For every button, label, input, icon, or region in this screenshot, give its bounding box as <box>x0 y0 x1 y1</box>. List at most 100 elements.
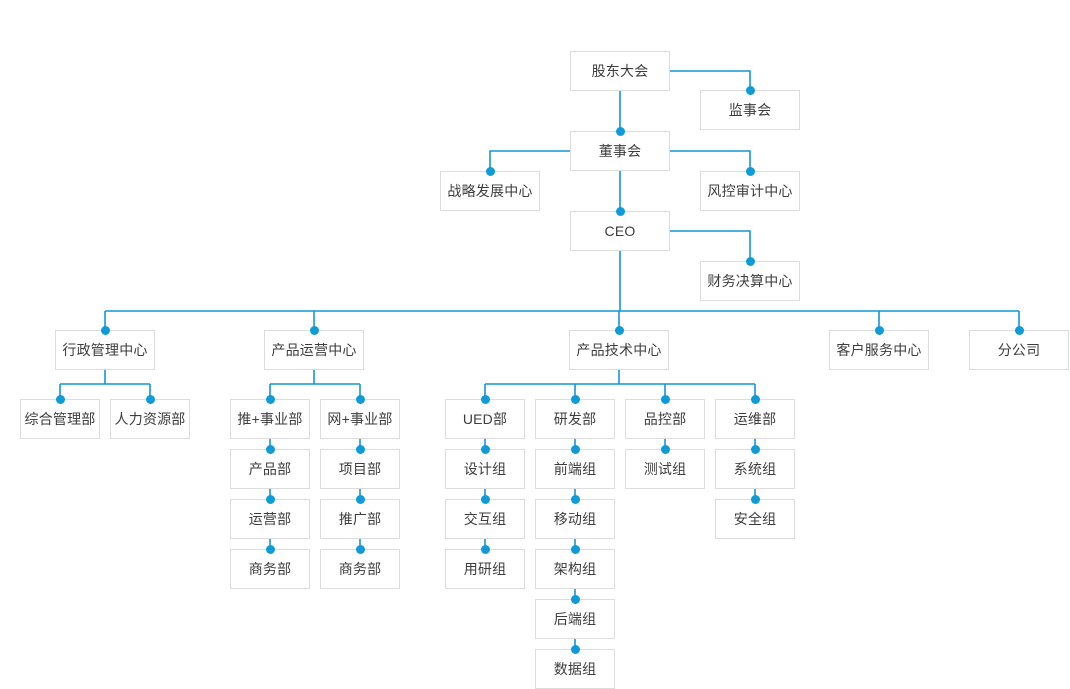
org-node-architecture[interactable]: 架构组 <box>535 549 615 589</box>
connector-line <box>670 70 751 90</box>
dot-architecture <box>570 544 580 554</box>
connector-line <box>670 230 751 261</box>
org-node-devops[interactable]: 运维部 <box>715 399 795 439</box>
org-node-shareholders[interactable]: 股东大会 <box>570 51 670 91</box>
org-node-label: 架构组 <box>553 561 597 577</box>
dot-rnd <box>570 394 580 404</box>
dot-admin <box>100 325 110 335</box>
dot-datateam <box>570 644 580 654</box>
org-node-project[interactable]: 项目部 <box>320 449 400 489</box>
dot-supervisors <box>745 85 755 95</box>
dot-operation <box>265 494 275 504</box>
org-node-label: 运营部 <box>248 511 292 527</box>
org-node-label: 研发部 <box>553 411 597 427</box>
dot-branch <box>1014 325 1024 335</box>
org-node-label: 股东大会 <box>591 63 649 79</box>
connector-line <box>489 150 570 171</box>
org-node-label: 产品部 <box>248 461 292 477</box>
org-node-label: 推广部 <box>338 511 382 527</box>
org-node-business1[interactable]: 商务部 <box>230 549 310 589</box>
org-node-wangplus[interactable]: 网+事业部 <box>320 399 400 439</box>
org-node-admin[interactable]: 行政管理中心 <box>55 330 155 370</box>
org-node-label: 产品运营中心 <box>271 342 357 358</box>
org-node-board[interactable]: 董事会 <box>570 131 670 171</box>
dot-ued <box>480 394 490 404</box>
org-node-qa[interactable]: 品控部 <box>625 399 705 439</box>
org-node-rnd[interactable]: 研发部 <box>535 399 615 439</box>
org-node-label: 项目部 <box>338 461 382 477</box>
org-node-label: 安全组 <box>733 511 777 527</box>
org-node-label: 客户服务中心 <box>836 342 922 358</box>
org-node-riskaudit[interactable]: 风控审计中心 <box>700 171 800 211</box>
org-node-label: 数据组 <box>553 661 597 677</box>
org-node-prodtech[interactable]: 产品技术中心 <box>569 330 669 370</box>
org-node-label: 品控部 <box>643 411 687 427</box>
org-node-customer[interactable]: 客户服务中心 <box>829 330 929 370</box>
dot-devops <box>750 394 760 404</box>
org-node-label: 财务决算中心 <box>707 273 793 289</box>
dot-system <box>750 444 760 454</box>
dot-wangplus <box>355 394 365 404</box>
org-node-label: 移动组 <box>553 511 597 527</box>
org-node-testing[interactable]: 测试组 <box>625 449 705 489</box>
org-node-operation[interactable]: 运营部 <box>230 499 310 539</box>
dot-hr <box>145 394 155 404</box>
connector-line <box>670 150 751 171</box>
dot-project <box>355 444 365 454</box>
org-node-ceo[interactable]: CEO <box>570 211 670 251</box>
dot-general <box>55 394 65 404</box>
dot-promotion <box>355 494 365 504</box>
dot-product <box>265 444 275 454</box>
org-node-business2[interactable]: 商务部 <box>320 549 400 589</box>
org-node-label: 风控审计中心 <box>707 183 793 199</box>
org-node-branch[interactable]: 分公司 <box>969 330 1069 370</box>
org-node-label: 设计组 <box>463 461 507 477</box>
org-node-label: 产品技术中心 <box>576 342 662 358</box>
dot-ceo <box>615 206 625 216</box>
dot-finance <box>745 256 755 266</box>
dot-business2 <box>355 544 365 554</box>
org-node-security[interactable]: 安全组 <box>715 499 795 539</box>
org-node-design[interactable]: 设计组 <box>445 449 525 489</box>
org-node-hr[interactable]: 人力资源部 <box>110 399 190 439</box>
org-node-label: 监事会 <box>728 102 772 118</box>
org-node-ued[interactable]: UED部 <box>445 399 525 439</box>
dot-strategy <box>485 166 495 176</box>
org-node-finance[interactable]: 财务决算中心 <box>700 261 800 301</box>
org-node-promotion[interactable]: 推广部 <box>320 499 400 539</box>
org-node-product[interactable]: 产品部 <box>230 449 310 489</box>
dot-tuiplus <box>265 394 275 404</box>
org-node-strategy[interactable]: 战略发展中心 <box>440 171 540 211</box>
org-node-mobile[interactable]: 移动组 <box>535 499 615 539</box>
org-node-label: 系统组 <box>733 461 777 477</box>
org-node-label: 综合管理部 <box>24 411 96 427</box>
org-node-userresearch[interactable]: 用研组 <box>445 549 525 589</box>
org-node-label: 测试组 <box>643 461 687 477</box>
org-node-supervisors[interactable]: 监事会 <box>700 90 800 130</box>
org-node-prodops[interactable]: 产品运营中心 <box>264 330 364 370</box>
org-node-general[interactable]: 综合管理部 <box>20 399 100 439</box>
dot-business1 <box>265 544 275 554</box>
org-node-label: 网+事业部 <box>327 411 393 427</box>
org-node-label: 行政管理中心 <box>62 342 148 358</box>
dot-security <box>750 494 760 504</box>
org-node-label: 运维部 <box>733 411 777 427</box>
org-node-frontend[interactable]: 前端组 <box>535 449 615 489</box>
org-node-backend[interactable]: 后端组 <box>535 599 615 639</box>
org-node-tuiplus[interactable]: 推+事业部 <box>230 399 310 439</box>
dot-board <box>615 126 625 136</box>
dot-prodtech <box>614 325 624 335</box>
dot-design <box>480 444 490 454</box>
org-node-label: 推+事业部 <box>237 411 303 427</box>
dot-userresearch <box>480 544 490 554</box>
org-node-label: 交互组 <box>463 511 507 527</box>
org-node-label: 人力资源部 <box>114 411 186 427</box>
org-node-label: 商务部 <box>248 561 292 577</box>
dot-testing <box>660 444 670 454</box>
org-node-interaction[interactable]: 交互组 <box>445 499 525 539</box>
org-node-label: CEO <box>604 223 636 239</box>
org-node-system[interactable]: 系统组 <box>715 449 795 489</box>
dot-qa <box>660 394 670 404</box>
org-node-datateam[interactable]: 数据组 <box>535 649 615 689</box>
